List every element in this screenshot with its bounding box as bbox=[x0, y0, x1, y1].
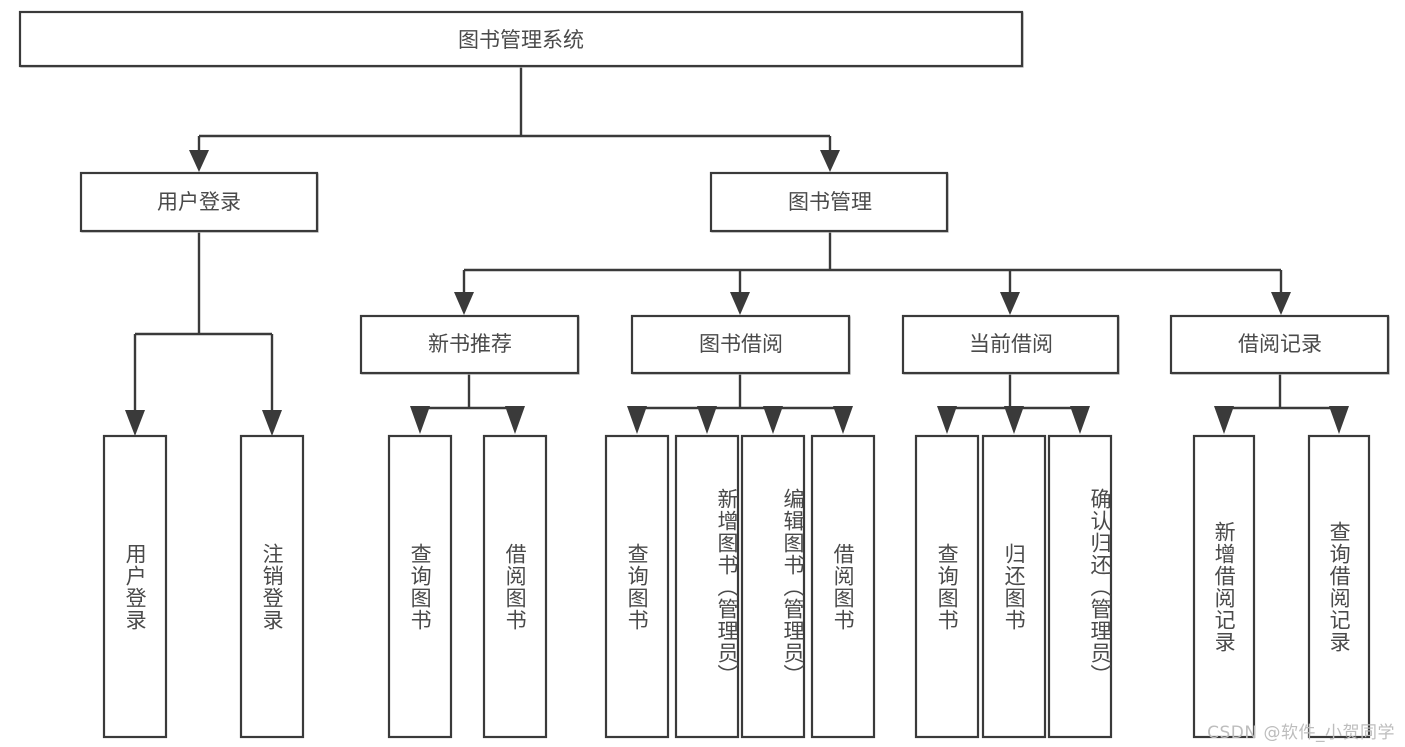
node-leaf-user-login-box[interactable] bbox=[102, 434, 168, 739]
arrow-to-leaf-borrow-book-1 bbox=[505, 406, 525, 434]
node-leaf-query-record-box[interactable] bbox=[1307, 434, 1371, 739]
node-leaf-query-book-1-box[interactable] bbox=[387, 434, 453, 739]
node-book-borrow-box[interactable] bbox=[630, 314, 851, 375]
arrow-root-to-book-management bbox=[820, 150, 840, 172]
arrow-to-leaf-borrow-book-2 bbox=[833, 406, 853, 434]
node-leaf-add-book-box[interactable] bbox=[674, 434, 740, 739]
arrow-root-to-user-login bbox=[189, 150, 209, 172]
arrow-to-book-borrow bbox=[730, 292, 750, 315]
node-leaf-edit-book-box[interactable] bbox=[740, 434, 806, 739]
watermark-text: CSDN @软件_小贺同学 bbox=[1207, 723, 1395, 743]
arrow-to-current-borrow bbox=[1000, 292, 1020, 315]
node-leaf-query-book-3-box[interactable] bbox=[914, 434, 980, 739]
arrow-to-leaf-query-book-2 bbox=[627, 406, 647, 434]
arrow-to-leaf-add-record bbox=[1214, 406, 1234, 434]
node-user-login-label: 用户登录 bbox=[157, 190, 241, 214]
arrow-to-leaf-user-logout bbox=[262, 410, 282, 436]
arrow-to-leaf-confirm-return bbox=[1070, 406, 1090, 434]
arrow-to-new-book-recommend bbox=[454, 292, 474, 315]
node-new-book-recommend-box[interactable] bbox=[359, 314, 580, 375]
node-leaf-user-logout-box[interactable] bbox=[239, 434, 305, 739]
node-leaf-add-record-box[interactable] bbox=[1192, 434, 1256, 739]
node-leaf-borrow-book-1-box[interactable] bbox=[482, 434, 548, 739]
node-book-management-label: 图书管理 bbox=[788, 190, 872, 214]
node-leaf-borrow-book-2-box[interactable] bbox=[810, 434, 876, 739]
arrow-to-leaf-query-record bbox=[1329, 406, 1349, 434]
node-current-borrow-box[interactable] bbox=[901, 314, 1120, 375]
node-root-label: 图书管理系统 bbox=[458, 28, 584, 52]
arrow-to-leaf-edit-book bbox=[763, 406, 783, 434]
node-leaf-return-book-box[interactable] bbox=[981, 434, 1047, 739]
node-layer: 图书管理系统 用户登录 图书管理 新书推荐 图书借阅 当前借阅 借阅记录 bbox=[18, 10, 1390, 739]
node-leaf-confirm-return-box[interactable] bbox=[1047, 434, 1113, 739]
node-root-box[interactable] bbox=[18, 10, 1024, 68]
node-new-book-recommend-label: 新书推荐 bbox=[428, 332, 512, 356]
node-current-borrow-label: 当前借阅 bbox=[969, 332, 1053, 356]
node-borrow-record-box[interactable] bbox=[1169, 314, 1390, 375]
arrow-to-leaf-query-book-3 bbox=[937, 406, 957, 434]
arrow-to-leaf-add-book bbox=[697, 406, 717, 434]
node-borrow-record-label: 借阅记录 bbox=[1238, 332, 1322, 356]
arrow-to-borrow-record bbox=[1271, 292, 1291, 315]
connector-layer bbox=[125, 67, 1349, 436]
arrow-to-leaf-return-book bbox=[1004, 406, 1024, 434]
node-leaf-query-book-2-box[interactable] bbox=[604, 434, 670, 739]
node-book-borrow-label: 图书借阅 bbox=[699, 332, 783, 356]
node-book-management-box[interactable] bbox=[709, 171, 949, 233]
arrow-to-leaf-query-book-1 bbox=[410, 406, 430, 434]
arrow-to-leaf-user-login bbox=[125, 410, 145, 436]
node-user-login-box[interactable] bbox=[79, 171, 319, 233]
